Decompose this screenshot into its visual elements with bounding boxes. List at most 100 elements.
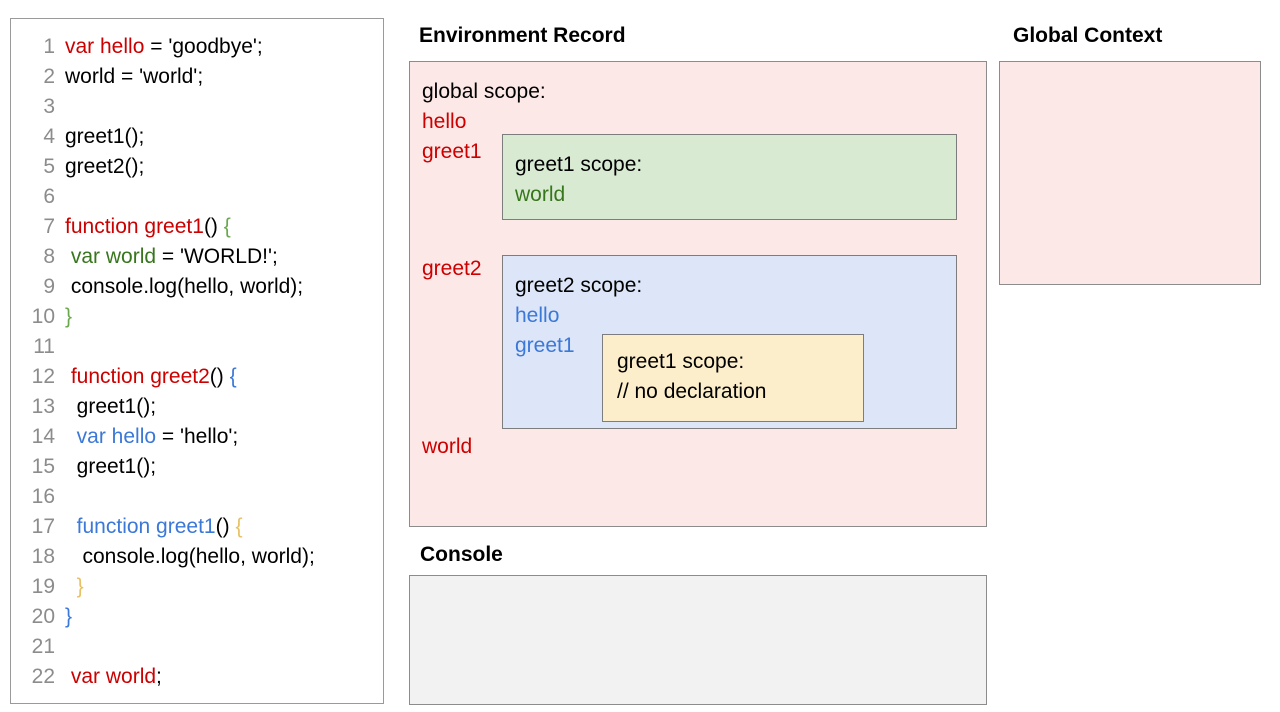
greet1-scope-heading: greet1 scope: bbox=[515, 153, 643, 176]
code-token: var hello bbox=[65, 35, 145, 58]
line-number: 12 bbox=[31, 365, 55, 388]
code-token: greet1(); bbox=[65, 455, 157, 478]
greet2-scope-binding-greet1: greet1 bbox=[515, 334, 575, 357]
nested-greet1-scope-note: // no declaration bbox=[617, 380, 767, 403]
code-line: 19 } bbox=[11, 572, 383, 602]
code-token: { bbox=[223, 215, 231, 238]
code-line: 16 bbox=[11, 482, 383, 512]
code-line: 4 greet1(); bbox=[11, 122, 383, 152]
line-number: 20 bbox=[31, 605, 55, 628]
greet1-scope-box: greet1 scope: world bbox=[502, 134, 957, 220]
console-title: Console bbox=[420, 543, 503, 566]
code-line: 3 bbox=[11, 92, 383, 122]
line-number: 7 bbox=[43, 215, 55, 238]
line-number: 8 bbox=[43, 245, 55, 268]
code-token: greet1(); bbox=[65, 125, 145, 148]
code-token: } bbox=[65, 605, 73, 628]
global-context-box bbox=[999, 61, 1261, 285]
code-token: () bbox=[215, 515, 236, 538]
code-token bbox=[65, 515, 77, 538]
code-line-text: } bbox=[55, 302, 72, 332]
greet1-scope-binding-world: world bbox=[515, 183, 566, 206]
global-scope-binding-greet1: greet1 bbox=[422, 140, 482, 163]
code-token: } bbox=[65, 305, 73, 328]
code-line: 21 bbox=[11, 632, 383, 662]
code-line: 13 greet1(); bbox=[11, 392, 383, 422]
code-token: var world bbox=[70, 665, 157, 688]
code-token: () bbox=[203, 215, 224, 238]
line-number: 22 bbox=[31, 665, 55, 688]
code-token: () bbox=[209, 365, 230, 388]
code-line: 17 function greet1() { bbox=[11, 512, 383, 542]
code-line-text: } bbox=[55, 602, 72, 632]
code-token: greet2(); bbox=[65, 155, 145, 178]
code-line-text: function greet2() { bbox=[55, 362, 237, 392]
line-number: 21 bbox=[31, 635, 55, 658]
code-token: var world bbox=[70, 245, 157, 268]
line-number: 16 bbox=[31, 485, 55, 508]
code-line: 15 greet1(); bbox=[11, 452, 383, 482]
code-token: ; bbox=[156, 665, 162, 688]
line-number: 14 bbox=[31, 425, 55, 448]
code-line: 18 console.log(hello, world); bbox=[11, 542, 383, 572]
code-token: console.log(hello, world); bbox=[65, 545, 315, 568]
code-token: function greet1 bbox=[76, 515, 216, 538]
code-line-text: var hello = 'hello'; bbox=[55, 422, 239, 452]
code-token: } bbox=[76, 575, 84, 598]
line-number: 17 bbox=[31, 515, 55, 538]
code-token: var hello bbox=[76, 425, 157, 448]
code-line-text: function greet1() { bbox=[55, 512, 243, 542]
code-token: = 'hello'; bbox=[156, 425, 239, 448]
code-token: console.log(hello, world); bbox=[65, 275, 304, 298]
code-line-text: console.log(hello, world); bbox=[55, 272, 303, 302]
line-number: 5 bbox=[43, 155, 55, 178]
global-scope-binding-hello: hello bbox=[422, 110, 467, 133]
code-line: 22 var world; bbox=[11, 662, 383, 692]
code-line: 12 function greet2() { bbox=[11, 362, 383, 392]
global-context-title: Global Context bbox=[1013, 24, 1163, 47]
console-output-box bbox=[409, 575, 987, 705]
environment-record-box: global scope: hello greet1 greet2 world … bbox=[409, 61, 987, 527]
code-line-text: var world = 'WORLD!'; bbox=[55, 242, 278, 272]
code-token: world = 'world'; bbox=[65, 65, 204, 88]
environment-record-title: Environment Record bbox=[419, 24, 626, 47]
line-number: 4 bbox=[43, 125, 55, 148]
greet2-scope-heading: greet2 scope: bbox=[515, 274, 643, 297]
code-line: 5 greet2(); bbox=[11, 152, 383, 182]
code-token bbox=[65, 425, 77, 448]
code-token: function greet2 bbox=[70, 365, 210, 388]
code-line: 9 console.log(hello, world); bbox=[11, 272, 383, 302]
code-line: 14 var hello = 'hello'; bbox=[11, 422, 383, 452]
code-line-text: var hello = 'goodbye'; bbox=[55, 32, 263, 62]
nested-greet1-scope-heading: greet1 scope: bbox=[617, 350, 745, 373]
line-number: 9 bbox=[43, 275, 55, 298]
line-number: 11 bbox=[33, 335, 55, 358]
greet2-scope-box: greet2 scope: hello greet1 greet1 scope:… bbox=[502, 255, 957, 429]
code-line-text: } bbox=[55, 572, 84, 602]
code-line-text: world = 'world'; bbox=[55, 62, 203, 92]
line-number: 10 bbox=[31, 305, 55, 328]
code-line: 11 bbox=[11, 332, 383, 362]
line-number: 19 bbox=[31, 575, 55, 598]
code-line: 20} bbox=[11, 602, 383, 632]
code-line-text: var world; bbox=[55, 662, 162, 692]
nested-greet1-scope-box: greet1 scope: // no declaration bbox=[602, 334, 864, 422]
code-line-text: greet2(); bbox=[55, 152, 144, 182]
greet2-scope-binding-hello: hello bbox=[515, 304, 560, 327]
line-number: 1 bbox=[43, 35, 55, 58]
code-token bbox=[65, 575, 77, 598]
global-scope-heading: global scope: bbox=[422, 80, 546, 103]
line-number: 15 bbox=[31, 455, 55, 478]
code-line-text: function greet1() { bbox=[55, 212, 231, 242]
code-token: { bbox=[235, 515, 243, 538]
code-line-text: greet1(); bbox=[55, 452, 156, 482]
line-number: 6 bbox=[43, 185, 55, 208]
line-number: 2 bbox=[43, 65, 55, 88]
line-number: 13 bbox=[31, 395, 55, 418]
line-number: 18 bbox=[31, 545, 55, 568]
code-token: function greet1 bbox=[65, 215, 204, 238]
